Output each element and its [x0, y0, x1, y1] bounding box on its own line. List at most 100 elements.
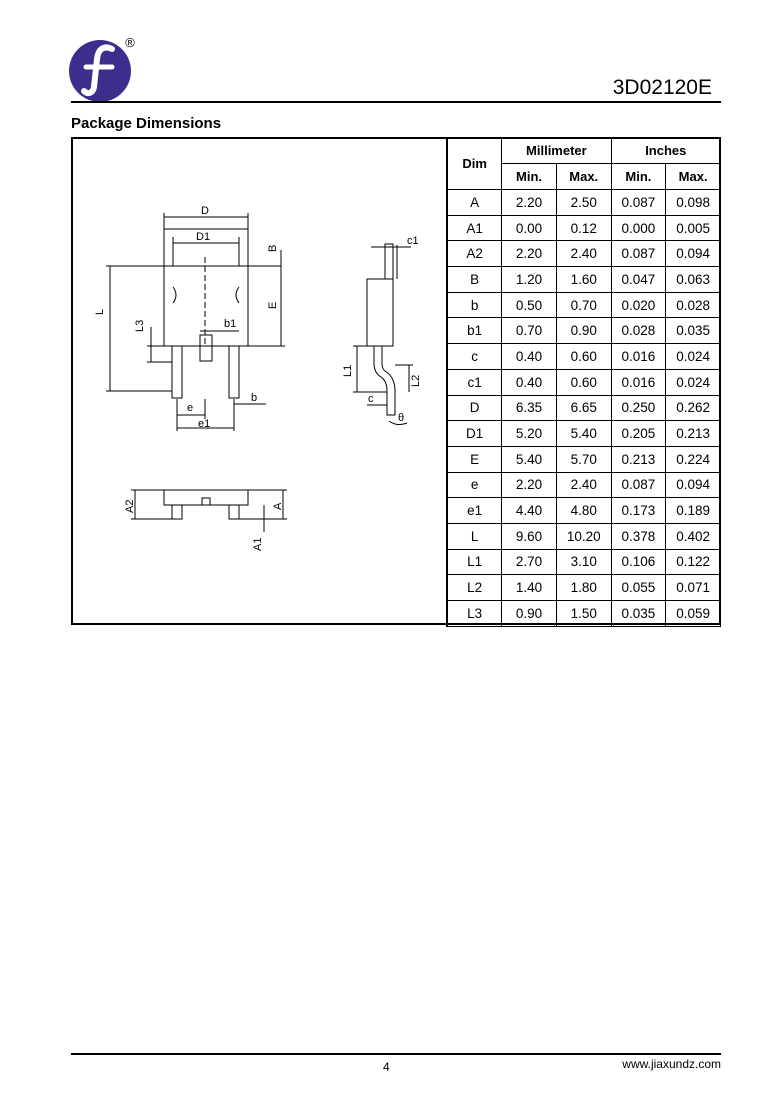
in-max-cell: 0.122 [665, 548, 721, 576]
mm-min-cell: 1.40 [501, 574, 557, 601]
in-max-cell: 0.094 [665, 240, 721, 268]
in-min-cell: 0.250 [610, 394, 667, 422]
mm-min-cell: 4.40 [501, 497, 557, 524]
in-min-cell: 0.020 [610, 291, 667, 319]
in-max-cell: 0.071 [665, 574, 721, 601]
in-min-cell: 0.028 [610, 317, 667, 345]
in-max-cell: 0.213 [665, 420, 721, 447]
label-c: c [368, 393, 374, 405]
mm-min-cell: 0.90 [501, 600, 557, 627]
dim-cell: A [446, 189, 503, 216]
dim-cell: L3 [446, 600, 503, 627]
dim-cell: e [446, 471, 503, 499]
label-D1: D1 [196, 231, 210, 243]
in-min-cell: 0.213 [610, 445, 667, 473]
in-max-cell: 0.024 [665, 368, 721, 396]
mm-max-cell: 2.40 [555, 471, 612, 499]
dim-cell: b [446, 291, 503, 319]
in-min-cell: 0.087 [610, 471, 667, 499]
dim-cell: c [446, 343, 503, 370]
in-min-cell: 0.205 [610, 420, 667, 447]
in-min-cell: 0.055 [610, 574, 667, 601]
mm-max-cell: 0.12 [555, 214, 612, 242]
in-max-cell: 0.059 [665, 600, 721, 627]
in-min-cell: 0.000 [610, 214, 667, 242]
label-A1: A1 [252, 538, 264, 551]
mm-min-cell: 2.70 [501, 548, 557, 576]
mm-max-cell: 1.50 [555, 600, 612, 627]
footer-rule [71, 1053, 721, 1055]
mm-min-cell: 1.20 [501, 266, 557, 293]
in-min-cell: 0.378 [610, 522, 667, 550]
page-number: 4 [383, 1060, 390, 1074]
dim-cell: L2 [446, 574, 503, 601]
dim-cell: e1 [446, 497, 503, 524]
dim-cell: A1 [446, 214, 503, 242]
mm-max-cell: 1.60 [555, 266, 612, 293]
in-max-cell: 0.262 [665, 394, 721, 422]
in-max-cell: 0.098 [665, 189, 721, 216]
mm-min-cell: 6.35 [501, 394, 557, 422]
mm-min-cell: 2.20 [501, 240, 557, 268]
mm-max-cell: 10.20 [555, 522, 612, 550]
mm-max-cell: 0.90 [555, 317, 612, 345]
in-max-cell: 0.005 [665, 214, 721, 242]
mm-min-cell: 0.00 [501, 214, 557, 242]
part-number: 3D02120E [612, 76, 712, 99]
mm-min-header: Min. [501, 163, 557, 190]
mm-min-cell: 0.50 [501, 291, 557, 319]
mm-max-cell: 0.70 [555, 291, 612, 319]
dim-cell: A2 [446, 240, 503, 268]
millimeter-header: Millimeter [501, 137, 612, 164]
in-max-cell: 0.035 [665, 317, 721, 345]
mm-max-cell: 4.80 [555, 497, 612, 524]
label-theta: θ [398, 412, 404, 424]
company-logo-icon: ® [69, 35, 135, 102]
in-min-cell: 0.035 [610, 600, 667, 627]
mm-max-cell: 0.60 [555, 343, 612, 370]
label-E: E [267, 302, 279, 309]
label-L2: L2 [410, 375, 422, 387]
in-max-header: Max. [665, 163, 721, 190]
mm-max-cell: 5.40 [555, 420, 612, 447]
dim-cell: B [446, 266, 503, 293]
in-min-cell: 0.173 [610, 497, 667, 524]
label-b1: b1 [224, 318, 236, 330]
mm-min-cell: 2.20 [501, 189, 557, 216]
label-B: B [267, 245, 279, 252]
dim-cell: L1 [446, 548, 503, 576]
dim-cell: E [446, 445, 503, 473]
mm-min-cell: 5.40 [501, 445, 557, 473]
label-L1: L1 [342, 365, 354, 377]
top-view-body [163, 265, 249, 347]
mm-max-cell: 3.10 [555, 548, 612, 576]
mm-min-cell: 9.60 [501, 522, 557, 550]
label-L3: L3 [134, 320, 146, 332]
mm-min-cell: 0.40 [501, 343, 557, 370]
in-min-cell: 0.106 [610, 548, 667, 576]
in-max-cell: 0.028 [665, 291, 721, 319]
section-title: Package Dimensions [71, 115, 222, 132]
dim-cell: D1 [446, 420, 503, 447]
website-url: www.jiaxundz.com [622, 1057, 721, 1071]
mm-min-cell: 5.20 [501, 420, 557, 447]
in-min-cell: 0.087 [610, 189, 667, 216]
dim-cell: b1 [446, 317, 503, 345]
mm-min-cell: 0.40 [501, 368, 557, 396]
in-min-cell: 0.016 [610, 343, 667, 370]
in-max-cell: 0.094 [665, 471, 721, 499]
header-rule [71, 101, 721, 103]
